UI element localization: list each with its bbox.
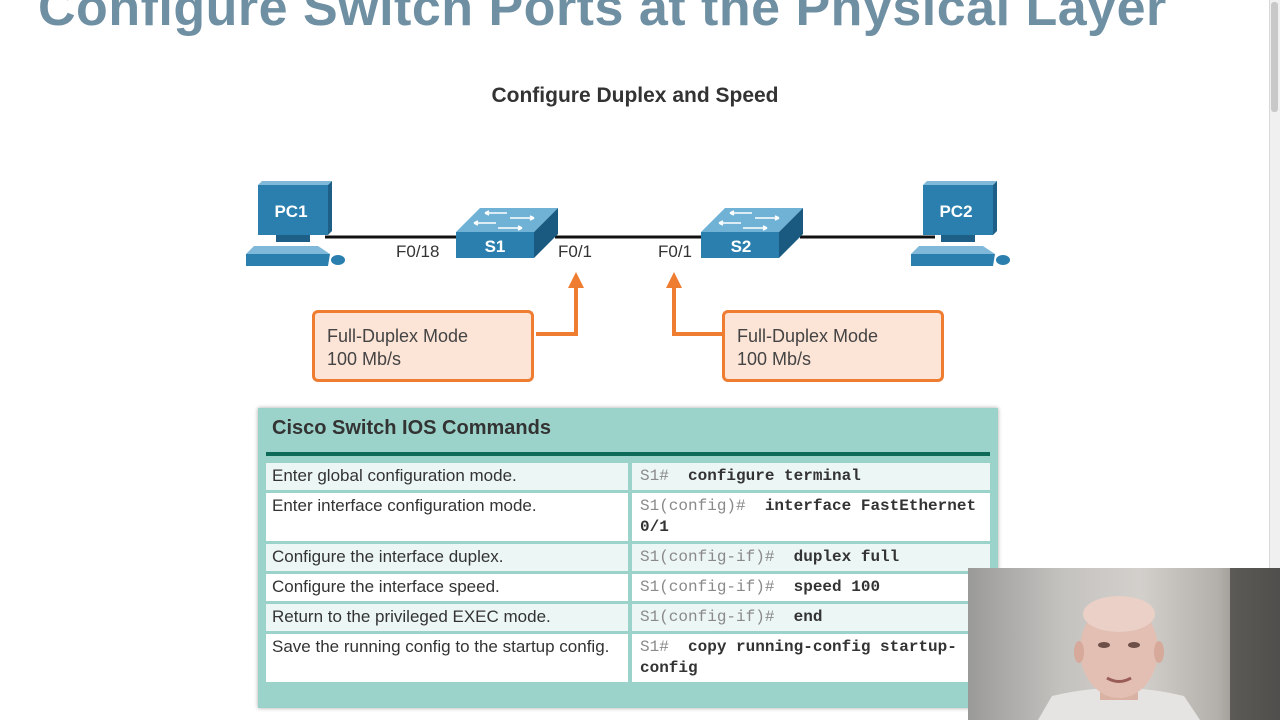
arrow-head-s1 (568, 272, 584, 288)
arrow-to-s1-f01 (536, 286, 578, 336)
port-label-s1-f01: F0/1 (558, 242, 593, 261)
callout-s2-duplex: Full-Duplex Mode 100 Mb/s (722, 310, 944, 382)
command-cell: S1# configure terminal (628, 463, 990, 490)
cli-prompt: S1# (640, 467, 669, 485)
table-row: Configure the interface duplex. S1(confi… (266, 544, 990, 571)
command-description: Return to the privileged EXEC mode. (266, 604, 628, 631)
ios-commands-panel: Cisco Switch IOS Commands Enter global c… (258, 408, 998, 708)
cli-prompt: S1(config-if)# (640, 548, 775, 566)
figure-title: Configure Duplex and Speed (491, 84, 779, 107)
arrow-to-s2-f01 (672, 286, 722, 336)
s2-label: S2 (731, 237, 752, 256)
callout-s1-speed: 100 Mb/s (327, 349, 402, 369)
switch-s2-icon: S2 (701, 208, 803, 258)
vertical-scrollbar[interactable] (1269, 0, 1280, 568)
table-row: Enter interface configuration mode. S1(c… (266, 493, 990, 541)
scrollbar-thumb[interactable] (1271, 2, 1278, 112)
command-description: Configure the interface speed. (266, 574, 628, 601)
table-row: Save the running config to the startup c… (266, 634, 990, 682)
cli-prompt: S1# (640, 638, 669, 656)
cli-command: interface FastEthernet 0/1 (640, 497, 977, 536)
switch-s1-icon: S1 (456, 208, 558, 258)
cli-prompt: S1(config-if)# (640, 608, 775, 626)
command-cell: S1(config-if)# end (628, 604, 990, 631)
callout-s1-mode: Full-Duplex Mode (327, 326, 469, 346)
commands-table: Enter global configuration mode. S1# con… (266, 460, 990, 685)
callout-s2-speed: 100 Mb/s (737, 349, 812, 369)
table-row: Enter global configuration mode. S1# con… (266, 463, 990, 490)
command-cell: S1(config)# interface FastEthernet 0/1 (628, 493, 990, 541)
slide-title: Configure Switch Ports at the Physical L… (38, 0, 1167, 37)
command-cell: S1(config-if)# duplex full (628, 544, 990, 571)
cli-command: configure terminal (688, 467, 861, 485)
command-description: Enter interface configuration mode. (266, 493, 628, 541)
pc1-icon: PC1 (246, 181, 345, 266)
header-divider (266, 452, 990, 456)
commands-header: Cisco Switch IOS Commands (272, 417, 551, 439)
cli-command: speed 100 (793, 578, 881, 596)
callout-s2-mode: Full-Duplex Mode (737, 326, 879, 346)
pc2-label: PC2 (939, 202, 972, 221)
s1-label: S1 (485, 237, 506, 256)
cli-command: copy running-config startup-config (640, 638, 957, 677)
cli-command: end (793, 608, 823, 626)
cli-command: duplex full (793, 548, 900, 566)
port-label-s1-f018: F0/18 (396, 242, 440, 261)
presenter-video-feed (1038, 568, 1280, 720)
network-topology-diagram: PC1 S1 S2 PC2 (246, 181, 1010, 336)
port-label-s2-f01: F0/1 (658, 242, 693, 261)
command-description: Enter global configuration mode. (266, 463, 628, 490)
command-cell: S1(config-if)# speed 100 (628, 574, 990, 601)
pc1-label: PC1 (274, 202, 307, 221)
command-cell: S1# copy running-config startup-config (628, 634, 990, 682)
callout-s1-duplex: Full-Duplex Mode 100 Mb/s (312, 310, 534, 382)
pc2-icon: PC2 (911, 181, 1010, 266)
command-description: Save the running config to the startup c… (266, 634, 628, 682)
arrow-head-s2 (666, 272, 682, 288)
cli-prompt: S1(config-if)# (640, 578, 775, 596)
cli-prompt: S1(config)# (640, 497, 746, 515)
table-row: Return to the privileged EXEC mode. S1(c… (266, 604, 990, 631)
table-row: Configure the interface speed. S1(config… (266, 574, 990, 601)
presenter-webcam-overlay (968, 568, 1280, 720)
command-description: Configure the interface duplex. (266, 544, 628, 571)
